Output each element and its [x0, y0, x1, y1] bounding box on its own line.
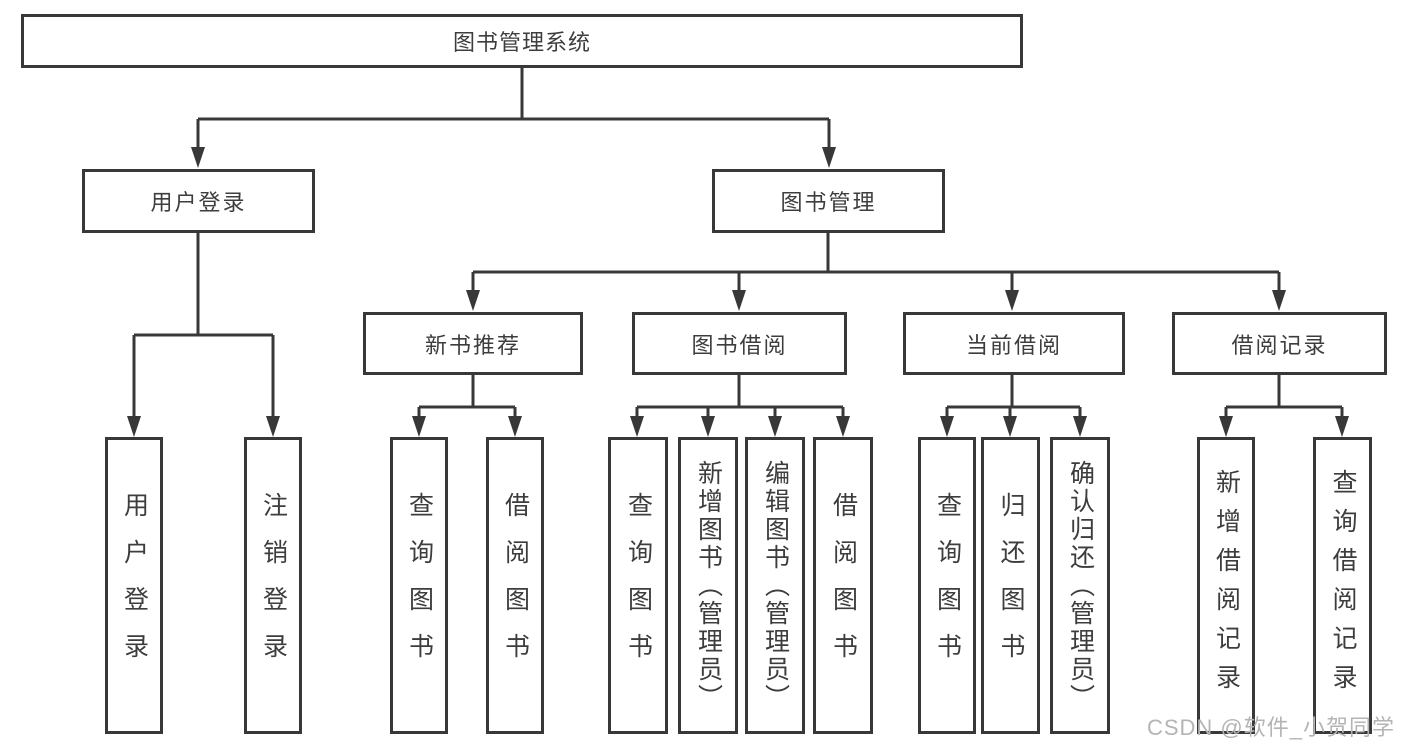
node-new-book-recommend: 新书推荐: [363, 312, 583, 375]
node-label: 用户登录: [120, 491, 149, 680]
node-label: 图书借阅: [691, 332, 788, 358]
leaf-query-books-recommend: 查询图书: [390, 437, 448, 734]
node-current-borrow: 当前借阅: [903, 312, 1125, 375]
node-label: 注销登录: [259, 491, 288, 680]
leaf-confirm-return-admin: 确认归还（管理员）: [1050, 437, 1110, 734]
node-book-borrow: 图书借阅: [632, 312, 847, 375]
csdn-watermark: CSDN @软件_小贺同学: [1146, 715, 1395, 740]
node-label: 新增图书（管理员）: [694, 459, 723, 712]
leaf-borrow-books: 借阅图书: [813, 437, 873, 734]
node-label: 图书管理系统: [452, 30, 591, 55]
node-label: 查询图书: [624, 491, 653, 680]
leaf-query-books-borrow: 查询图书: [608, 437, 668, 734]
node-borrow-records: 借阅记录: [1172, 312, 1387, 375]
node-label: 当前借阅: [965, 332, 1062, 358]
leaf-query-borrow-record: 查询借阅记录: [1313, 437, 1372, 734]
leaf-query-books-current: 查询图书: [918, 437, 976, 734]
node-label: 借阅图书: [829, 491, 858, 680]
node-label: 图书管理: [780, 190, 877, 215]
leaf-logout: 注销登录: [244, 437, 302, 734]
node-label: 借阅记录: [1231, 332, 1328, 358]
node-label: 用户登录: [150, 190, 247, 215]
node-label: 查询图书: [405, 491, 434, 680]
node-label: 编辑图书（管理员）: [761, 459, 790, 712]
node-user-login: 用户登录: [82, 169, 315, 233]
node-label: 借阅图书: [501, 491, 530, 680]
node-label: 新书推荐: [424, 332, 521, 358]
node-label: 确认归还（管理员）: [1066, 459, 1095, 712]
leaf-return-book: 归还图书: [981, 437, 1040, 734]
node-label: 查询图书: [933, 491, 962, 680]
node-label: 查询借阅记录: [1329, 468, 1357, 703]
leaf-edit-book-admin: 编辑图书（管理员）: [745, 437, 805, 734]
node-book-management: 图书管理: [712, 169, 945, 233]
leaf-add-book-admin: 新增图书（管理员）: [678, 437, 738, 734]
node-label: 归还图书: [997, 491, 1025, 680]
node-label: 新增借阅记录: [1212, 468, 1241, 703]
node-library-management-system: 图书管理系统: [21, 14, 1023, 68]
leaf-user-login: 用户登录: [105, 437, 163, 734]
leaf-add-borrow-record: 新增借阅记录: [1197, 437, 1255, 734]
leaf-borrow-books-recommend: 借阅图书: [486, 437, 544, 734]
